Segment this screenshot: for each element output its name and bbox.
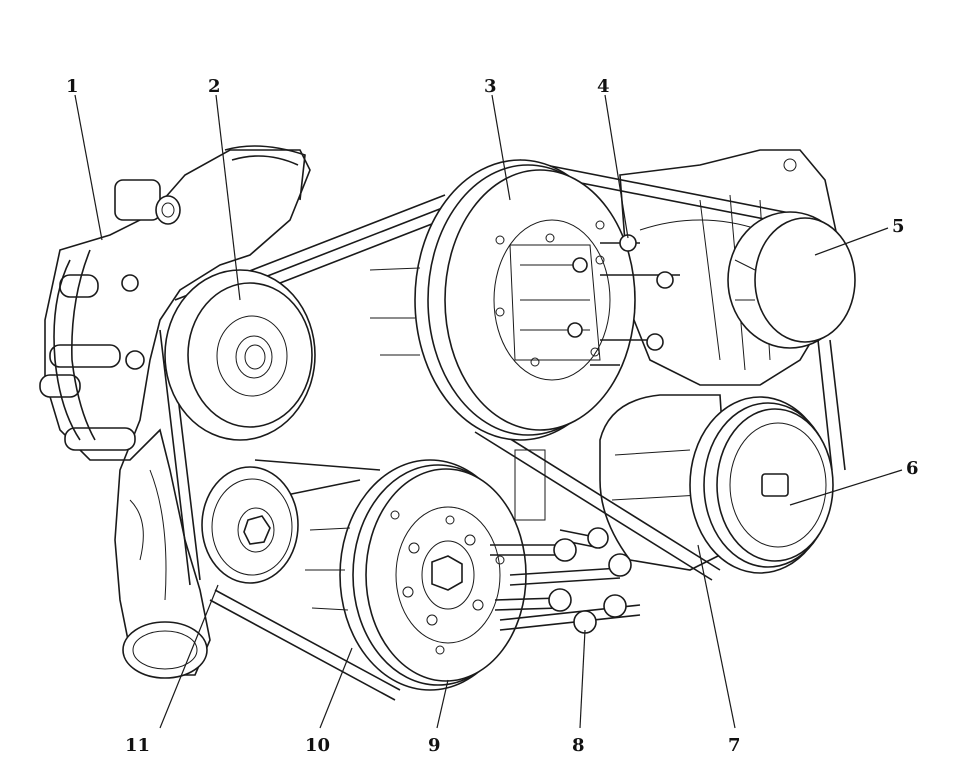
crankshaft-pulley-9 [305, 459, 527, 691]
idler-pulley-2 [164, 269, 316, 441]
callout-9: 9 [428, 735, 441, 756]
alternator-pulley-5 [727, 211, 856, 349]
callouts: 1 2 3 4 5 6 7 8 9 10 11 [66, 76, 919, 756]
callout-1: 1 [66, 76, 79, 97]
callout-7: 7 [728, 735, 741, 756]
compressor-pulley-6 [689, 396, 834, 574]
callout-4: 4 [597, 76, 610, 97]
callout-10: 10 [305, 735, 330, 756]
callout-8: 8 [572, 735, 585, 756]
callout-3: 3 [484, 76, 497, 97]
tensioner-pulley-11 [201, 466, 299, 584]
drive-belt [159, 159, 846, 701]
callout-11: 11 [125, 735, 150, 756]
mounting-bolts-8 [490, 449, 641, 634]
callout-6: 6 [906, 458, 919, 479]
large-pulley-3 [369, 159, 680, 441]
callout-2: 2 [208, 76, 221, 97]
callout-5: 5 [892, 216, 905, 237]
